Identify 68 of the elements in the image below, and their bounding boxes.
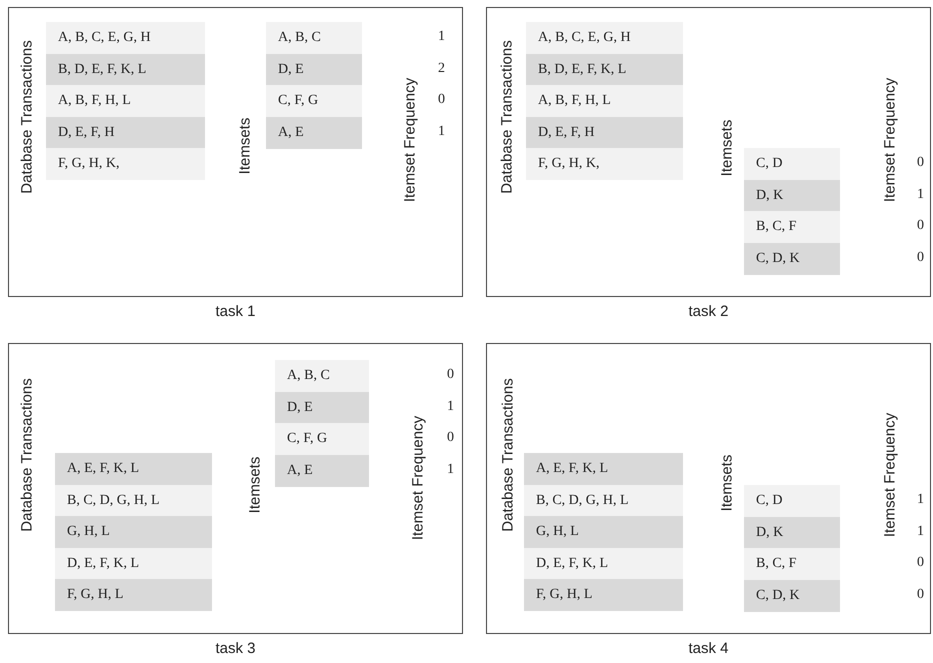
itemset-row: C, F, G <box>275 423 369 456</box>
itemset-row: C, D, K <box>744 580 840 612</box>
frequency-value: 1 <box>447 462 454 478</box>
transaction-row: A, E, F, K, L <box>55 453 212 486</box>
itemset-row: A, E <box>266 116 362 149</box>
transaction-row: F, G, H, K, <box>46 148 205 180</box>
transaction-row: B, C, D, G, H, L <box>524 484 683 517</box>
itemset-row: D, E <box>275 392 369 424</box>
itemset-row: B, C, F <box>744 548 840 580</box>
axis-label: Itemset Frequency <box>402 78 418 202</box>
transaction-row: D, E, F, H <box>46 116 205 149</box>
frequency-value: 0 <box>917 250 924 266</box>
transaction-row: B, D, E, F, K, L <box>46 54 205 86</box>
transaction-row: A, E, F, K, L <box>524 453 683 486</box>
frequency-value: 1 <box>447 398 454 415</box>
transaction-row: F, G, H, L <box>55 579 212 612</box>
frequency-value: 1 <box>917 492 924 508</box>
frequency-value: 0 <box>438 92 445 108</box>
itemset-row: A, B, C <box>266 22 362 54</box>
itemset-row: C, D <box>744 148 840 180</box>
transaction-row: D, E, F, K, L <box>55 548 212 580</box>
frequency-value: 1 <box>917 186 924 203</box>
transaction-row: A, B, F, H, L <box>526 85 683 118</box>
frequency-value: 0 <box>917 155 924 171</box>
itemset-row: A, E <box>275 454 369 487</box>
transaction-row: F, G, H, L <box>524 579 683 612</box>
axis-label: Itemset Frequency <box>410 416 426 540</box>
itemset-row: D, K <box>744 180 840 212</box>
panel-caption: task 2 <box>687 303 730 320</box>
transaction-row: G, H, L <box>524 516 683 548</box>
axis-label: Itemsets <box>238 118 252 174</box>
axis-label: Itemsets <box>248 456 262 514</box>
transaction-row: B, C, D, G, H, L <box>55 484 212 517</box>
frequency-value: 2 <box>438 60 445 77</box>
frequency-value: 1 <box>917 524 924 540</box>
itemset-row: B, C, F <box>744 211 840 244</box>
itemset-row: C, D, K <box>744 242 840 275</box>
itemset-row: A, B, C <box>275 360 369 392</box>
axis-label: Database Transactions <box>500 40 514 194</box>
itemset-row: D, K <box>744 516 840 549</box>
axis-label: Database Transactions <box>20 40 34 194</box>
transaction-row: F, G, H, K, <box>526 148 683 180</box>
axis-label: Database Transactions <box>20 378 34 532</box>
axis-label: Itemset Frequency <box>882 412 898 538</box>
itemset-row: C, F, G <box>266 85 362 118</box>
transaction-row: B, D, E, F, K, L <box>526 54 683 86</box>
frequency-value: 0 <box>447 430 454 446</box>
axis-label: Itemsets <box>720 454 734 512</box>
frequency-value: 0 <box>917 555 924 572</box>
transaction-row: A, B, F, H, L <box>46 85 205 118</box>
panel-caption: task 1 <box>214 303 257 320</box>
frequency-value: 0 <box>447 367 454 383</box>
transaction-row: A, B, C, E, G, H <box>46 22 205 54</box>
axis-label: Itemset Frequency <box>882 78 898 202</box>
frequency-value: 0 <box>917 586 924 603</box>
frequency-value: 1 <box>438 29 445 45</box>
frequency-value: 1 <box>438 124 445 140</box>
panel-caption: task 4 <box>687 640 730 657</box>
transaction-row: G, H, L <box>55 516 212 548</box>
axis-label: Itemsets <box>720 120 734 176</box>
transaction-row: D, E, F, K, L <box>524 548 683 580</box>
transaction-row: A, B, C, E, G, H <box>526 22 683 54</box>
axis-label: Database Transactions <box>500 378 516 532</box>
itemset-row: C, D <box>744 485 840 518</box>
frequency-value: 0 <box>917 218 924 234</box>
panel-caption: task 3 <box>214 640 257 657</box>
transaction-row: D, E, F, H <box>526 116 683 149</box>
itemset-row: D, E <box>266 54 362 86</box>
